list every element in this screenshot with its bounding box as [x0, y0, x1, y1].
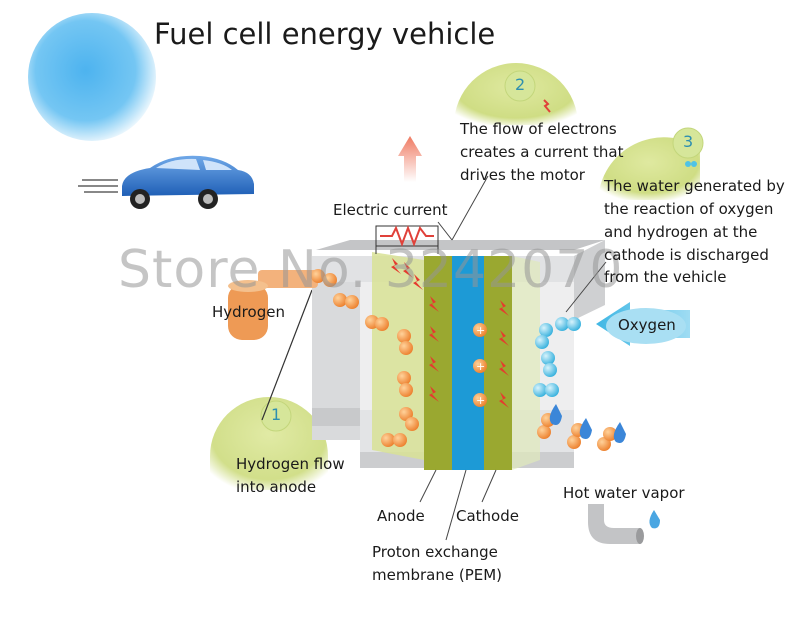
- step-bubble-3: [598, 127, 704, 200]
- proton-markers: + + +: [473, 323, 487, 407]
- oxygen-label: Oxygen: [618, 316, 676, 334]
- cathode-label: Cathode: [456, 507, 519, 525]
- step-3-line-5: from the vehicle: [604, 268, 727, 286]
- step-number-1: 1: [271, 405, 282, 424]
- step-2-line-2: creates a current that: [460, 143, 624, 161]
- oxygen-molecules: [533, 317, 581, 397]
- electric-current-label: Electric current: [333, 201, 448, 219]
- step-3-line-4: cathode is discharged: [604, 246, 769, 264]
- step-bubble-1: [210, 289, 328, 490]
- resistor-icon: [375, 225, 439, 254]
- sun-icon: [28, 13, 156, 141]
- svg-text:+: +: [476, 324, 485, 337]
- step-1-line-2: into anode: [236, 478, 317, 496]
- step-2-line-3: drives the motor: [460, 166, 585, 184]
- exhaust-pipe: [588, 504, 644, 544]
- step-3-line-1: The water generated by: [604, 177, 785, 195]
- step-bubble-2: [454, 63, 578, 125]
- watermark: Store No. 3242070: [118, 240, 624, 300]
- hot-water-vapor-label: Hot water vapor: [563, 484, 685, 502]
- page-title: Fuel cell energy vehicle: [154, 17, 496, 51]
- step-3-line-2: the reaction of oxygen: [604, 200, 774, 218]
- svg-text:+: +: [476, 394, 485, 407]
- leader-lines: [419, 175, 607, 541]
- hydrogen-tank: [228, 270, 318, 340]
- step-2-line-1: The flow of electrons: [460, 120, 617, 138]
- car-icon: [78, 155, 254, 209]
- water-drop-icon: [549, 404, 660, 529]
- current-arrow: [398, 136, 422, 182]
- hydrogen-label: Hydrogen: [212, 303, 285, 321]
- oxygen-arrow: [596, 302, 690, 346]
- step-number-3: 3: [683, 132, 694, 151]
- step-1-line-1: Hydrogen flow: [236, 455, 345, 473]
- pem-label-line-1: Proton exchange: [372, 543, 498, 561]
- step-3-line-3: and hydrogen at the: [604, 223, 758, 241]
- lightning-icon: [391, 258, 509, 408]
- pem-label-line-2: membrane (PEM): [372, 566, 503, 584]
- step-number-2: 2: [515, 75, 526, 94]
- anode-label: Anode: [377, 507, 425, 525]
- svg-text:+: +: [476, 360, 485, 373]
